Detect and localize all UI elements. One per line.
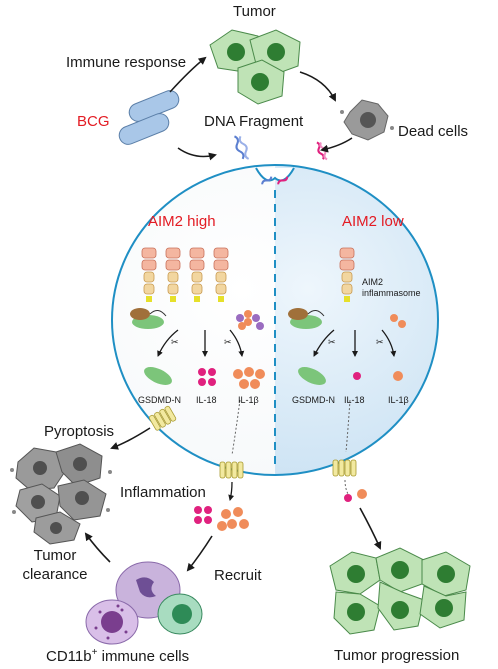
tumor-clearance-label-line2: clearance: [22, 566, 88, 583]
il1b-right-label: IL-1β: [388, 395, 409, 405]
dead-cells-top: [340, 99, 394, 141]
tumor-clearance-label-line1: Tumor: [33, 547, 77, 564]
dna-fragments: [234, 135, 328, 161]
cd11b-prefix: CD11b: [46, 648, 92, 665]
cd11b-immune-cells-label: CD11b+ immune cells: [46, 647, 190, 665]
aim2-high-label: AIM2 high: [148, 213, 216, 230]
aim2-low-label: AIM2 low: [342, 213, 404, 230]
tumor-progression-label: Tumor progression: [334, 647, 460, 664]
dna-fragment-label: DNA Fragment: [204, 113, 304, 130]
right-cleavage-arrows: [313, 329, 397, 357]
bcg-bacteria: [118, 90, 180, 145]
scissors-icon: ✂: [328, 337, 336, 347]
tumor-cluster-top: [209, 29, 301, 105]
central-cell: [111, 164, 439, 476]
gsdmd-n-left-label: GSDMD-N: [138, 395, 181, 405]
left-precursors: [130, 308, 264, 330]
top-arrows: [169, 56, 353, 161]
left-cleavage-arrows: [157, 329, 245, 357]
aim2-inflammasomes-left: [141, 247, 229, 302]
pyroptosis-arrow: [110, 427, 151, 450]
il18-left-label: IL-18: [196, 395, 217, 405]
dead-cells-cluster: [10, 443, 112, 545]
tumor-cluster-bottom: [329, 547, 471, 635]
tumor-label: Tumor: [233, 3, 276, 20]
aim2-inflammasome-label-line2: inflammasome: [362, 288, 421, 298]
secreted-cytokines-right: [344, 489, 367, 502]
bcg-label: BCG: [77, 113, 110, 130]
right-products: [298, 367, 403, 385]
clearance-arrow: [84, 532, 111, 563]
immune-response-label: Immune response: [66, 54, 187, 71]
dead-cells-label: Dead cells: [398, 123, 469, 140]
scissors-icon: ✂: [171, 337, 179, 347]
secreted-cytokines-left: [194, 506, 249, 531]
progression-arrow: [359, 507, 382, 550]
cd11b-superscript: +: [91, 647, 98, 658]
cd11b-suffix: immune cells: [97, 648, 190, 665]
secretion-paths: [228, 399, 351, 501]
left-products: [144, 367, 265, 389]
il18-right-label: IL-18: [344, 395, 365, 405]
immune-cells: [85, 561, 203, 645]
membrane-pores: [148, 405, 357, 479]
aim2-inflammasome-label-line1: AIM2: [362, 277, 384, 287]
il1b-left-label: IL-1β: [238, 395, 259, 405]
inflammation-label: Inflammation: [120, 484, 206, 501]
recruit-label: Recruit: [214, 567, 262, 584]
scissors-icon: ✂: [224, 337, 232, 347]
recruit-arrow: [186, 535, 213, 572]
aim2-inflammasome-right: [339, 247, 355, 302]
gsdmd-n-right-label: GSDMD-N: [292, 395, 335, 405]
right-precursors: [288, 308, 406, 329]
pyroptosis-label: Pyroptosis: [44, 423, 115, 440]
scissors-icon: ✂: [376, 337, 384, 347]
